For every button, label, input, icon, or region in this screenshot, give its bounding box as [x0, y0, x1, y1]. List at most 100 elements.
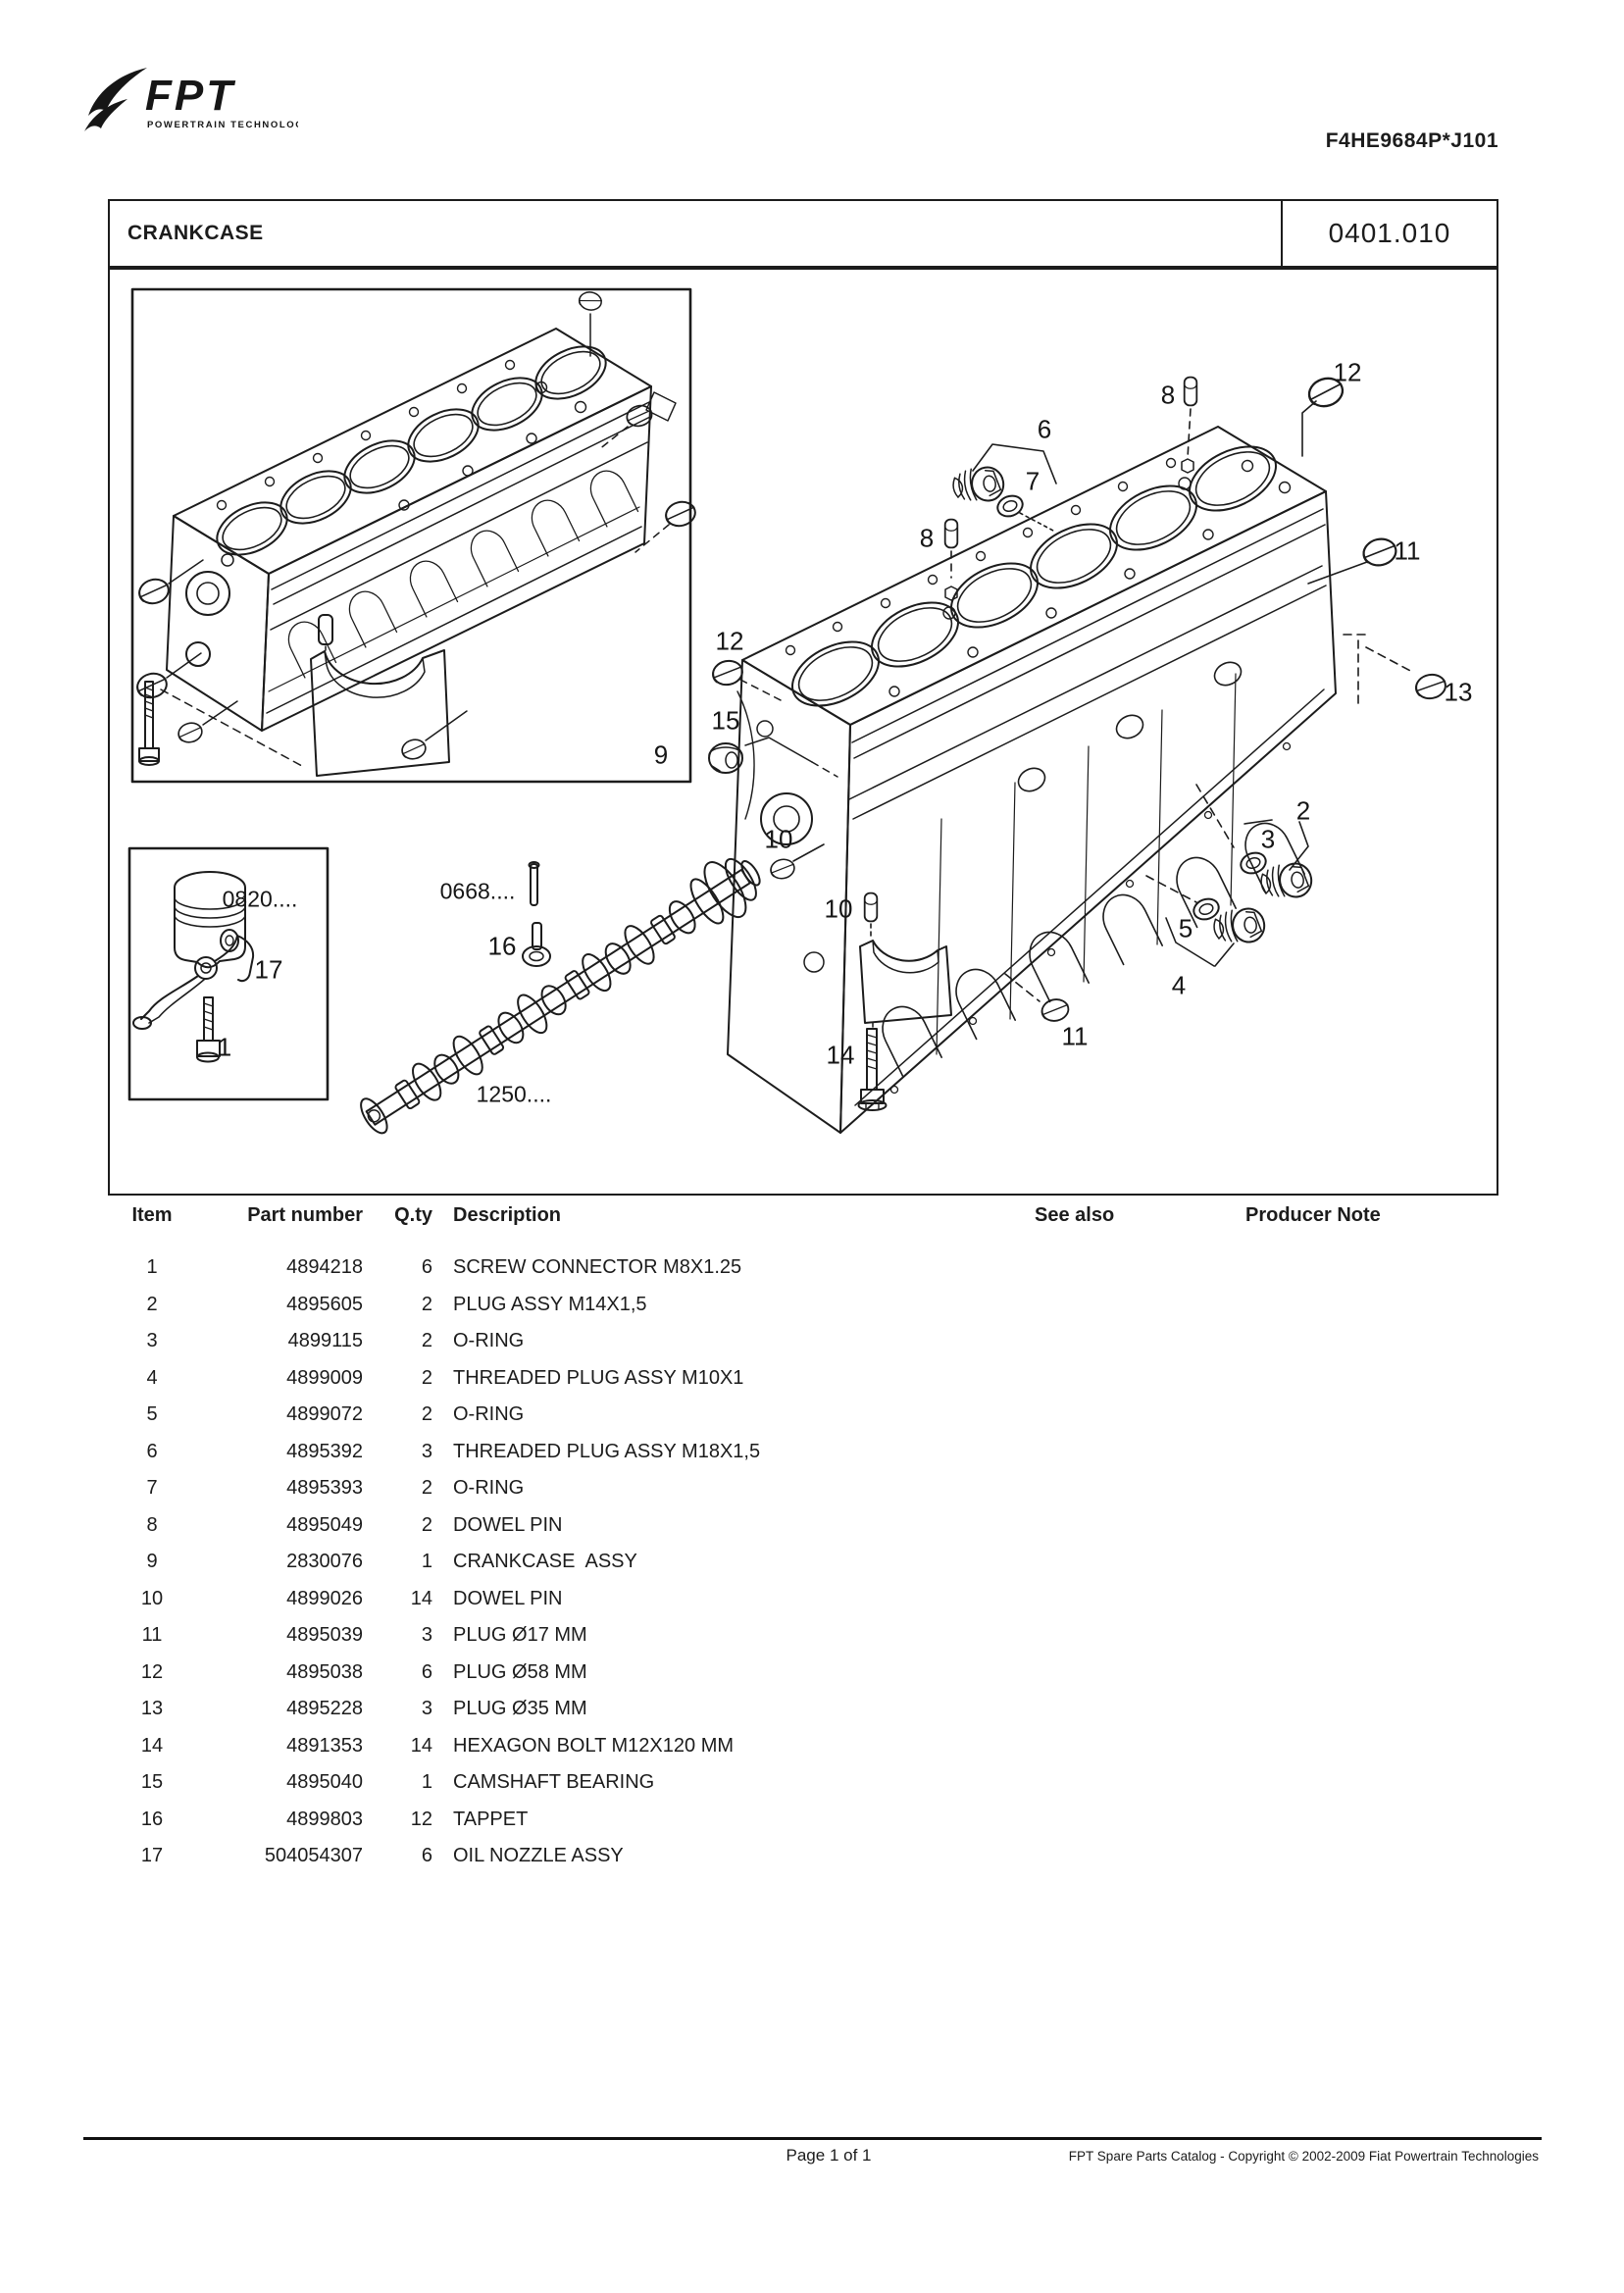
- cell-part-number: 2830076: [286, 1551, 363, 1573]
- fpt-logo-text: FPT: [145, 72, 235, 120]
- diagram-callout: 15: [711, 705, 740, 736]
- diagram-line-art: [127, 287, 1448, 1135]
- diagram-callout: 13: [1444, 677, 1473, 707]
- page-indicator: Page 1 of 1: [786, 2146, 872, 2165]
- diagram-callout: 7: [1025, 466, 1040, 496]
- cell-part-number: 4899009: [286, 1366, 363, 1389]
- diagram-ref-label: 0820....: [222, 886, 298, 912]
- cell-description: OIL NOZZLE ASSY: [453, 1845, 624, 1867]
- cell-description: O-RING: [453, 1330, 525, 1352]
- cell-qty: 2: [421, 1293, 432, 1315]
- parts-table: Item Part number Q.ty Description See al…: [108, 1204, 1498, 1875]
- cell-part-number: 504054307: [264, 1845, 363, 1867]
- cell-qty: 3: [421, 1698, 432, 1720]
- cell-description: PLUG Ø17 MM: [453, 1624, 587, 1647]
- diagram-ref-label: 1250....: [476, 1081, 552, 1107]
- cell-item: 6: [146, 1440, 158, 1462]
- cell-part-number: 4894218: [286, 1256, 363, 1279]
- diagram-callout: 8: [919, 523, 935, 553]
- diagram-callout: 1: [217, 1032, 232, 1062]
- col-header-qty: Q.ty: [394, 1204, 432, 1226]
- oil-nozzle-icon: [132, 935, 255, 1030]
- cell-qty: 3: [421, 1440, 432, 1462]
- cell-part-number: 4899115: [287, 1330, 363, 1352]
- footer-divider: [83, 2137, 1542, 2140]
- inset-box-crankcase: [130, 287, 692, 784]
- diagram-callout: 5: [1178, 913, 1193, 943]
- diagram-callout: 17: [254, 954, 283, 985]
- cell-item: 2: [146, 1293, 158, 1315]
- cell-description: O-RING: [453, 1403, 525, 1426]
- cell-description: SCREW CONNECTOR M8X1.25: [453, 1256, 742, 1279]
- page-title: CRANKCASE: [110, 201, 1283, 266]
- cell-qty: 2: [421, 1477, 432, 1500]
- cell-qty: 6: [421, 1660, 432, 1683]
- cell-description: TAPPET: [453, 1808, 529, 1830]
- logo-tagline: POWERTRAIN TECHNOLOGIES: [147, 120, 298, 130]
- cell-part-number: 4899026: [286, 1587, 363, 1609]
- diagram-callout: 6: [1037, 414, 1052, 444]
- cell-part-number: 4899803: [286, 1808, 363, 1830]
- tappet-icon: [522, 861, 551, 967]
- cell-description: O-RING: [453, 1477, 525, 1500]
- diagram-callout: 10: [764, 824, 793, 854]
- stud-bolt-icon: [138, 681, 160, 766]
- fpt-logo: FPT POWERTRAIN TECHNOLOGIES: [84, 68, 298, 131]
- engine-block-right: [727, 426, 1337, 1134]
- parts-table-header: Item Part number Q.ty Description See al…: [108, 1204, 1498, 1249]
- cell-part-number: 4895038: [286, 1660, 363, 1683]
- cell-item: 15: [140, 1771, 164, 1794]
- col-header-item: Item: [131, 1204, 173, 1226]
- diagram-callout: 10: [824, 893, 853, 924]
- diagram-callout: 4: [1171, 970, 1187, 1000]
- cell-item: 9: [146, 1551, 158, 1573]
- document-code: F4HE9684P*J101: [1325, 129, 1498, 152]
- cell-item: 14: [140, 1734, 164, 1757]
- cell-qty: 2: [421, 1403, 432, 1426]
- cell-part-number: 4891353: [286, 1734, 363, 1757]
- cell-description: PLUG Ø35 MM: [453, 1698, 587, 1720]
- cell-qty: 1: [421, 1771, 432, 1794]
- diagram-callout: 3: [1260, 824, 1276, 854]
- cell-qty: 12: [410, 1808, 432, 1830]
- diagram-callout: 16: [487, 931, 517, 961]
- cell-item: 4: [146, 1366, 158, 1389]
- cell-item: 12: [140, 1660, 164, 1683]
- cell-qty: 2: [421, 1513, 432, 1536]
- cell-qty: 2: [421, 1366, 432, 1389]
- cell-description: CRANKCASE ASSY: [453, 1551, 637, 1573]
- cell-description: PLUG ASSY M14X1,5: [453, 1293, 647, 1315]
- camshaft-icon: [360, 857, 761, 1135]
- section-code: 0401.010: [1328, 218, 1451, 248]
- diagram-callout: 2: [1295, 795, 1311, 826]
- col-header-producer-note: Producer Note: [1245, 1204, 1381, 1226]
- col-header-description: Description: [453, 1204, 562, 1226]
- cell-item: 17: [140, 1845, 164, 1867]
- cell-qty: 3: [421, 1624, 432, 1647]
- diagram-callout: 14: [826, 1040, 855, 1070]
- cell-item: 11: [141, 1624, 163, 1647]
- cell-description: HEXAGON BOLT M12X120 MM: [453, 1734, 735, 1757]
- cell-item: 10: [140, 1587, 164, 1609]
- diagram-callout: 11: [1061, 1021, 1089, 1051]
- bearing-cap-icon: [310, 614, 450, 777]
- cell-description: THREADED PLUG ASSY M18X1,5: [453, 1440, 761, 1462]
- fpt-logo-swoosh-icon: [84, 68, 147, 131]
- copyright-note: FPT Spare Parts Catalog - Copyright © 20…: [1068, 2149, 1539, 2164]
- cell-description: DOWEL PIN: [453, 1513, 563, 1536]
